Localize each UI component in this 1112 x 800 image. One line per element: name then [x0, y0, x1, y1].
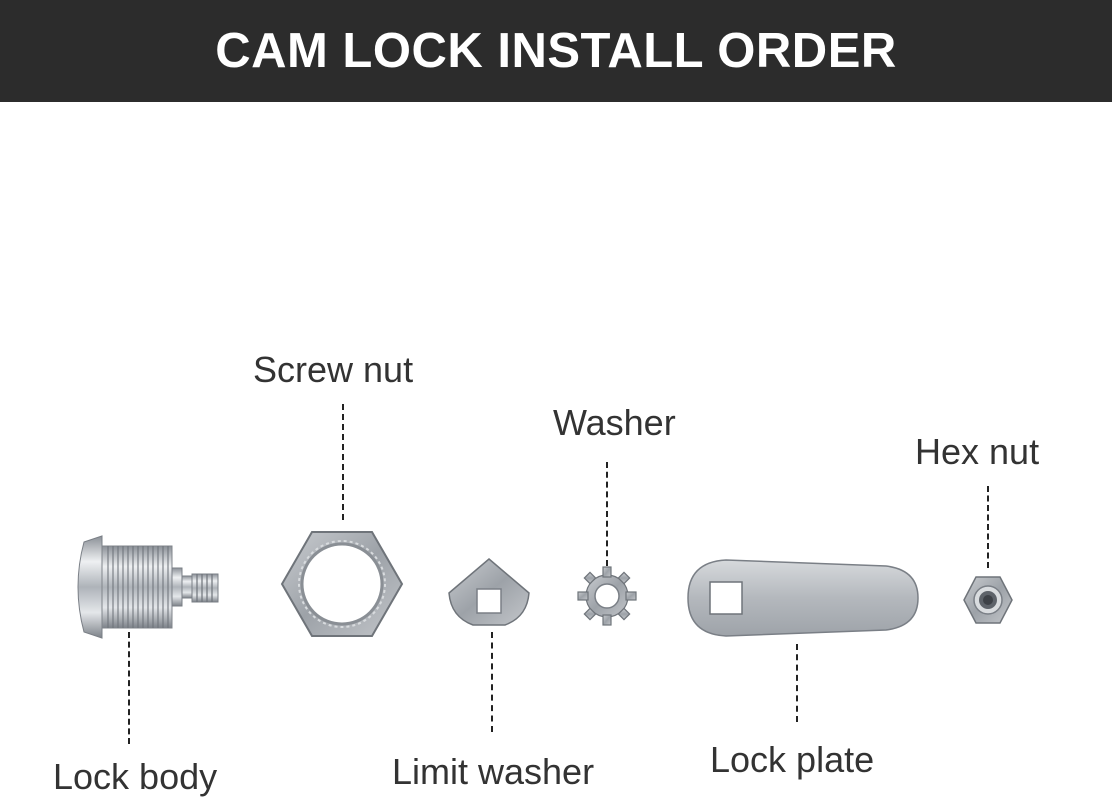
lock-plate-leader — [796, 644, 798, 722]
screw-nut-part — [280, 528, 404, 640]
limit-washer-label: Limit washer — [392, 751, 595, 792]
lock-plate-icon — [687, 559, 919, 637]
lock-body-leader — [128, 632, 130, 744]
washer-label: Washer — [553, 402, 676, 443]
page-title: CAM LOCK INSTALL ORDER — [215, 24, 897, 78]
limit-washer-icon — [448, 558, 530, 626]
hex-nut-leader — [987, 486, 989, 568]
lock-body-part — [70, 532, 222, 642]
lock-body-label: Lock body — [53, 756, 218, 797]
hex-nut-icon — [963, 576, 1013, 624]
washer-part — [576, 566, 638, 626]
screw-nut-label: Screw nut — [253, 349, 414, 390]
limit-washer-part — [447, 557, 531, 627]
washer-leader — [606, 462, 608, 566]
lock-plate-part — [686, 558, 922, 638]
washer-icon — [577, 566, 637, 626]
limit-washer-leader — [491, 632, 493, 732]
lock-plate-label: Lock plate — [710, 739, 875, 780]
lock-body-icon — [77, 535, 219, 639]
hex-nut-part — [962, 574, 1014, 626]
title-banner: CAM LOCK INSTALL ORDER — [0, 0, 1112, 102]
screw-nut-icon — [280, 531, 404, 637]
screw-nut-leader — [342, 404, 344, 520]
hex-nut-label: Hex nut — [915, 431, 1040, 472]
